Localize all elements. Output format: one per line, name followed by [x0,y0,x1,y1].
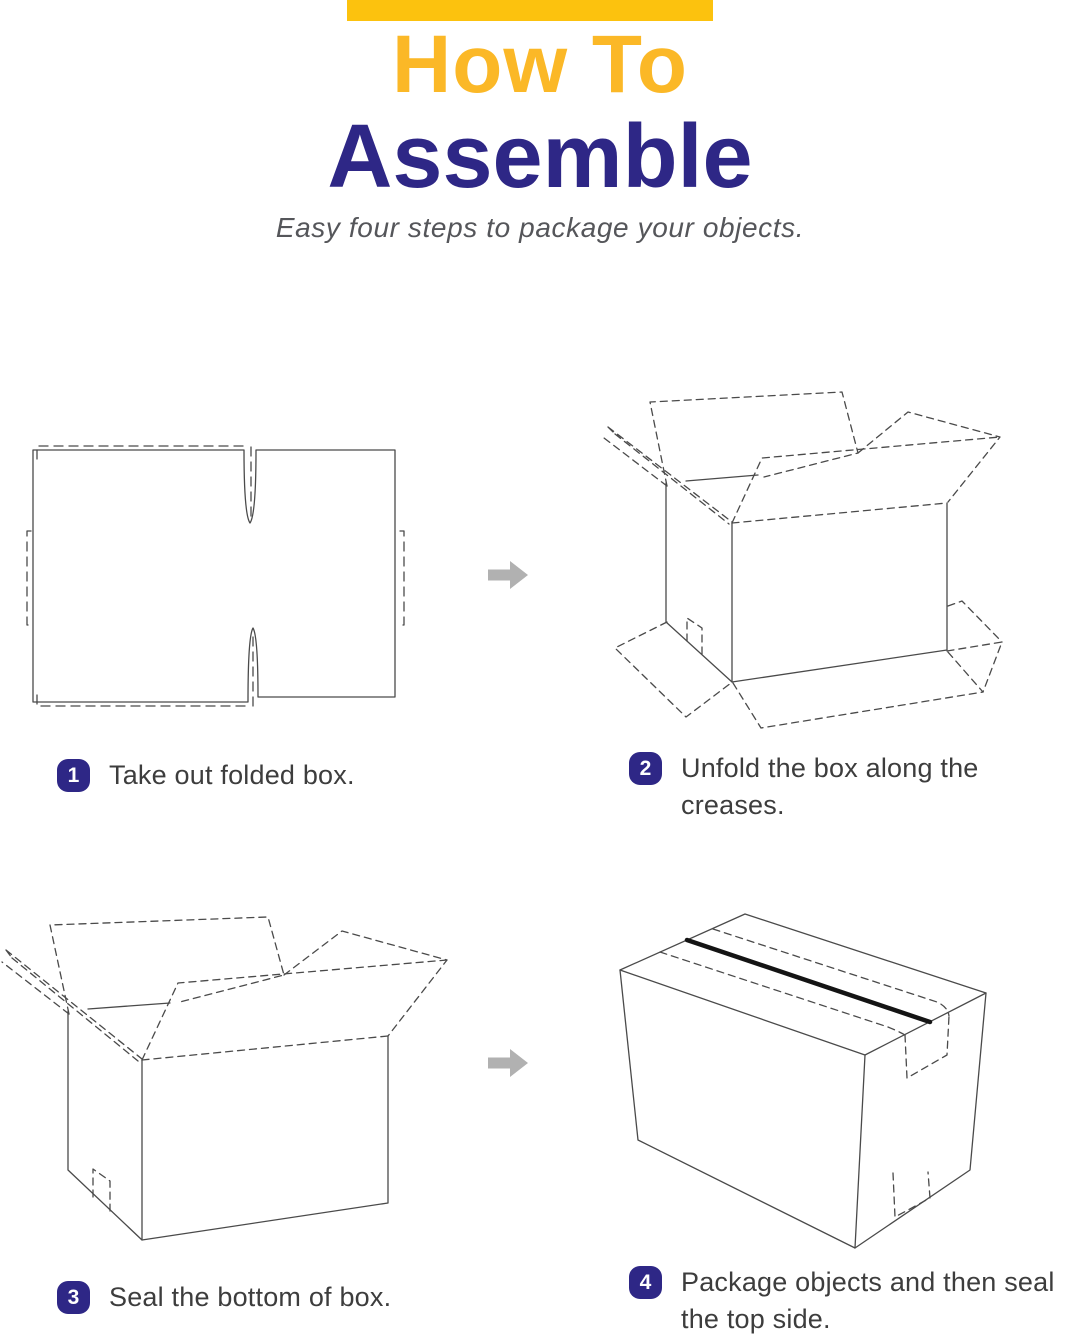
step-3-text: Seal the bottom of box. [109,1282,392,1312]
step-2-text: Unfold the box along the creases. [681,753,979,820]
page-subtitle: Easy four steps to package your objects. [275,212,805,243]
step-4-caption: 4 Package objects and then seal the top … [629,1264,1080,1338]
sealed-box-illustration [600,890,1080,1265]
step-2-caption: 2 Unfold the box along the creases. [629,750,1026,824]
step-1-text: Take out folded box. [109,760,355,790]
unfolded-box-illustration [590,380,1070,740]
accent-bar [347,0,713,21]
step-2-badge: 2 [629,752,662,785]
step-3-badge: 3 [57,1281,90,1314]
step-1-caption: 1 Take out folded box. [57,757,355,794]
arrow-right-icon [488,1049,528,1077]
step-4-text: Package objects and then seal the top si… [681,1267,1055,1334]
arrow-right-icon [488,561,528,589]
step-3-caption: 3 Seal the bottom of box. [57,1279,391,1316]
page-title-line1: How To [392,19,688,110]
page-title-line2: Assemble [327,107,753,207]
open-box-illustration [0,898,480,1263]
flat-folded-box-illustration [15,420,455,720]
step-2-number: 2 [639,756,652,780]
step-1-number: 1 [67,763,80,787]
tape-line [684,937,933,1025]
step-3-number: 3 [67,1285,80,1309]
step-4-number: 4 [639,1270,652,1294]
step-1-badge: 1 [57,759,90,792]
step-4-badge: 4 [629,1266,662,1299]
